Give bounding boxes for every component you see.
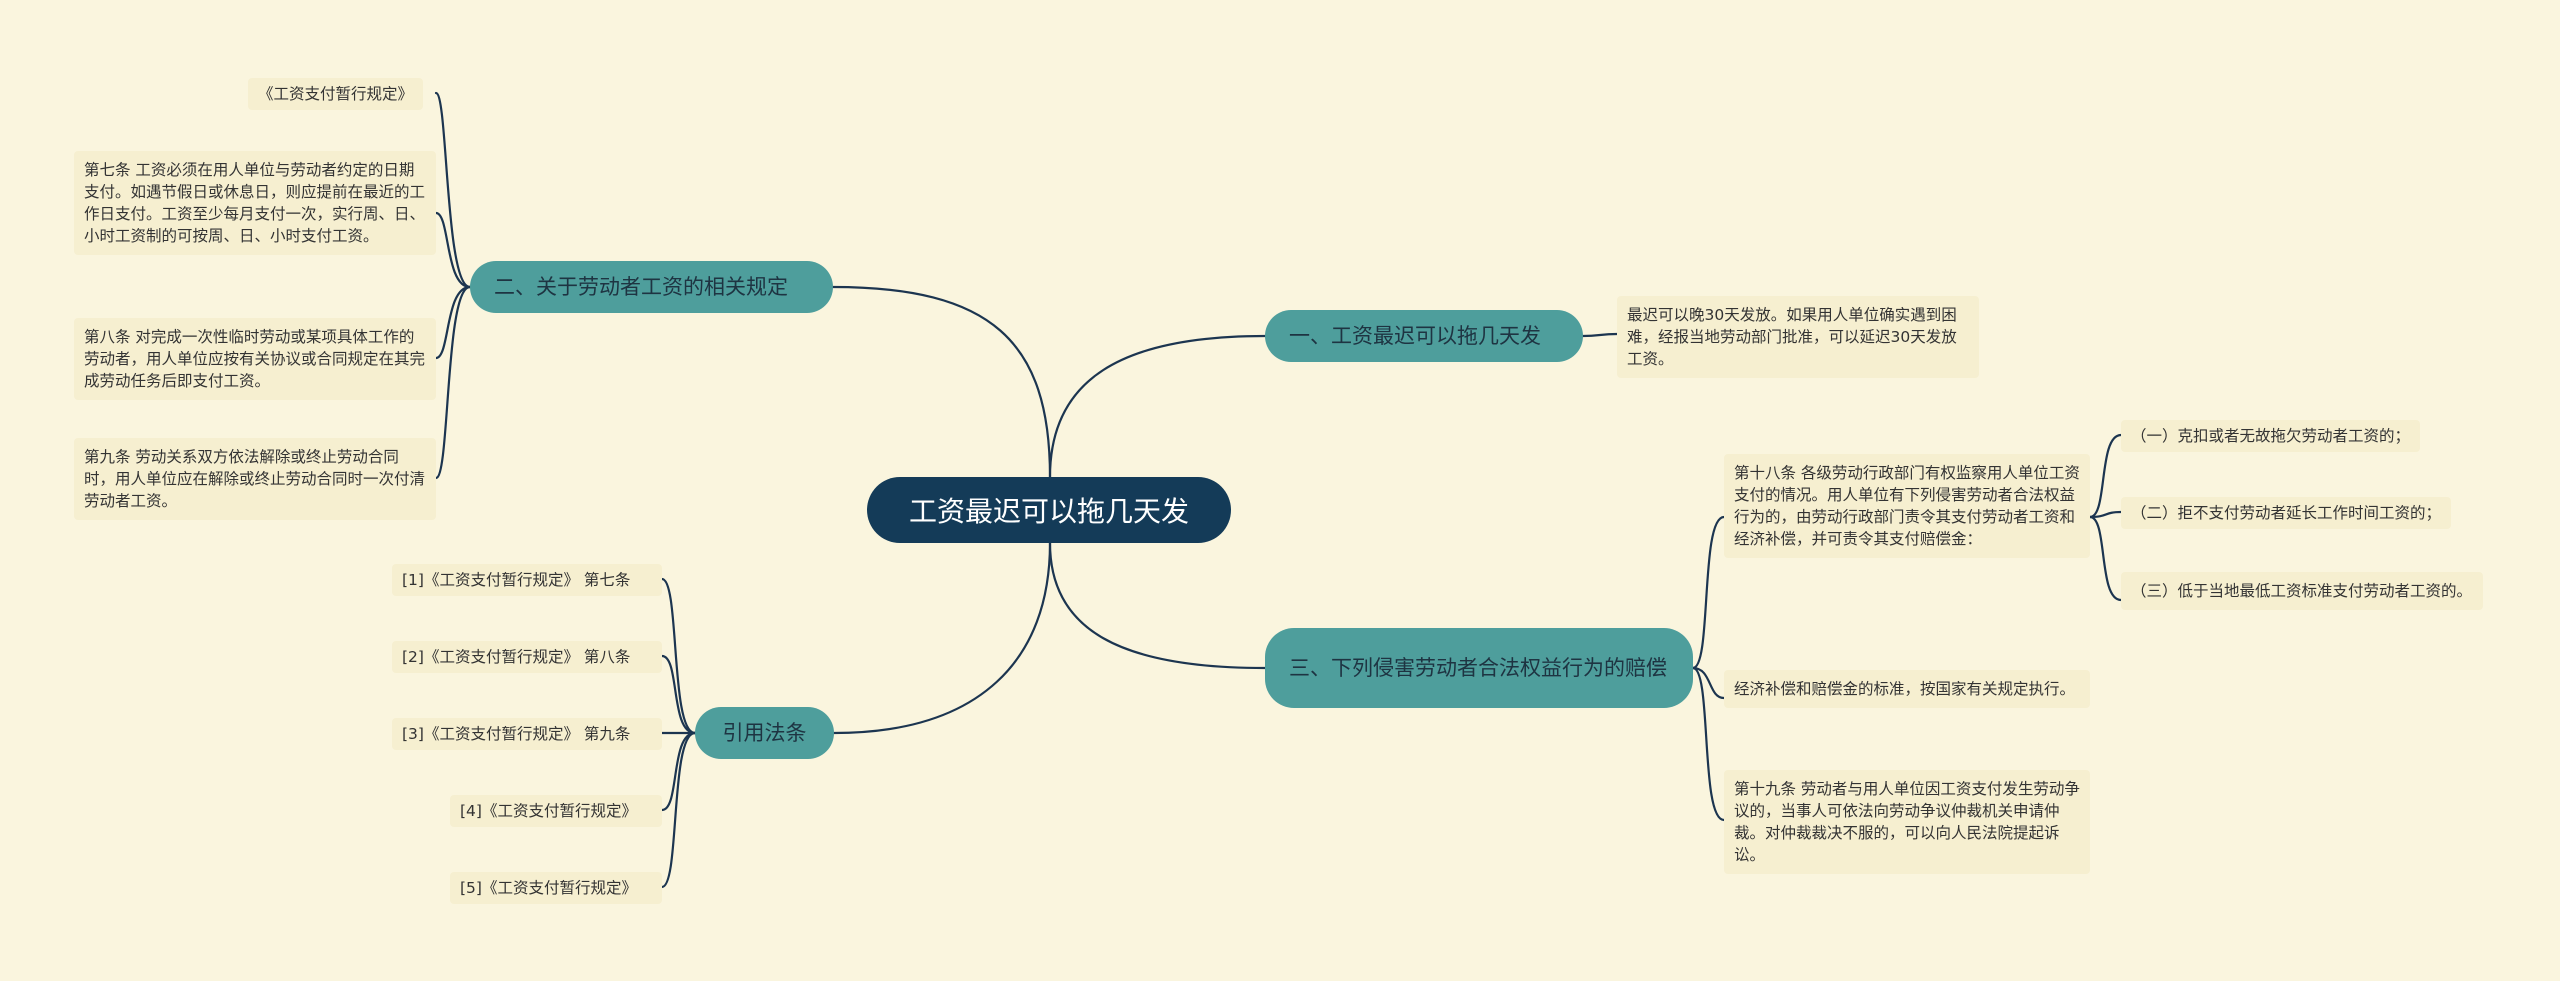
link-b2-leaf-2	[434, 211, 472, 289]
leaf-citation-1[interactable]: [1]《工资支付暂行规定》 第七条	[392, 564, 662, 596]
leaf-article-19[interactable]: 第十九条 劳动者与用人单位因工资支付发生劳动争议的，当事人可依法向劳动争议仲裁机…	[1724, 770, 2090, 874]
link-b2-leaf-3	[434, 285, 472, 360]
link-b3-leaf-1	[1691, 515, 1726, 670]
leaf-citation-2[interactable]: [2]《工资支付暂行规定》 第八条	[392, 641, 662, 673]
link-b3-leaf-3	[1691, 666, 1726, 822]
link-b1-leaf	[1581, 332, 1619, 338]
link-b4-leaf-2	[660, 654, 697, 735]
link-root-b1	[1048, 334, 1267, 479]
link-root-b3	[1048, 541, 1267, 670]
subleaf-minimum-wage[interactable]: （三）低于当地最低工资标准支付劳动者工资的。	[2121, 572, 2483, 610]
link-b3-sub-3	[2088, 515, 2123, 602]
link-b4-leaf-1	[660, 577, 697, 735]
link-b3-sub-1	[2088, 433, 2123, 519]
leaf-article-8[interactable]: 第八条 对完成一次性临时劳动或某项具体工作的劳动者，用人单位应按有关协议或合同规…	[74, 318, 436, 400]
link-root-b4	[832, 541, 1052, 735]
leaf-article-18[interactable]: 第十八条 各级劳动行政部门有权监察用人单位工资支付的情况。用人单位有下列侵害劳动…	[1724, 454, 2090, 558]
branch-max-delay[interactable]: 一、工资最迟可以拖几天发	[1265, 310, 1583, 362]
link-b4-leaf-4	[660, 731, 697, 812]
subleaf-deduct-wages[interactable]: （一）克扣或者无故拖欠劳动者工资的；	[2121, 420, 2421, 452]
leaf-citation-3[interactable]: [3]《工资支付暂行规定》 第九条	[392, 718, 662, 750]
link-b2-leaf-4	[434, 285, 472, 480]
branch-wage-regulations[interactable]: 二、关于劳动者工资的相关规定	[470, 261, 833, 313]
link-b2-leaf-1	[434, 91, 472, 289]
leaf-citation-4[interactable]: [4]《工资支付暂行规定》	[450, 795, 662, 827]
branch-compensation[interactable]: 三、下列侵害劳动者合法权益行为的赔偿	[1265, 628, 1693, 708]
branch-cited-articles[interactable]: 引用法条	[695, 707, 834, 759]
link-root-b2	[831, 285, 1052, 479]
subleaf-overtime-wages[interactable]: （二）拒不支付劳动者延长工作时间工资的；	[2121, 497, 2452, 529]
leaf-max-delay-answer[interactable]: 最迟可以晚30天发放。如果用人单位确实遇到困难，经报当地劳动部门批准，可以延迟3…	[1617, 296, 1979, 378]
leaf-article-7[interactable]: 第七条 工资必须在用人单位与劳动者约定的日期支付。如遇节假日或休息日，则应提前在…	[74, 151, 436, 255]
leaf-regulation-title[interactable]: 《工资支付暂行规定》	[248, 78, 424, 110]
leaf-article-9[interactable]: 第九条 劳动关系双方依法解除或终止劳动合同时，用人单位应在解除或终止劳动合同时一…	[74, 438, 436, 520]
leaf-citation-5[interactable]: [5]《工资支付暂行规定》	[450, 872, 662, 904]
link-b4-leaf-5	[660, 731, 697, 889]
leaf-compensation-standard[interactable]: 经济补偿和赔偿金的标准，按国家有关规定执行。	[1724, 670, 2090, 708]
root-topic[interactable]: 工资最迟可以拖几天发	[867, 477, 1231, 543]
link-b3-sub-2	[2088, 510, 2123, 519]
link-b3-leaf-2	[1691, 666, 1726, 700]
